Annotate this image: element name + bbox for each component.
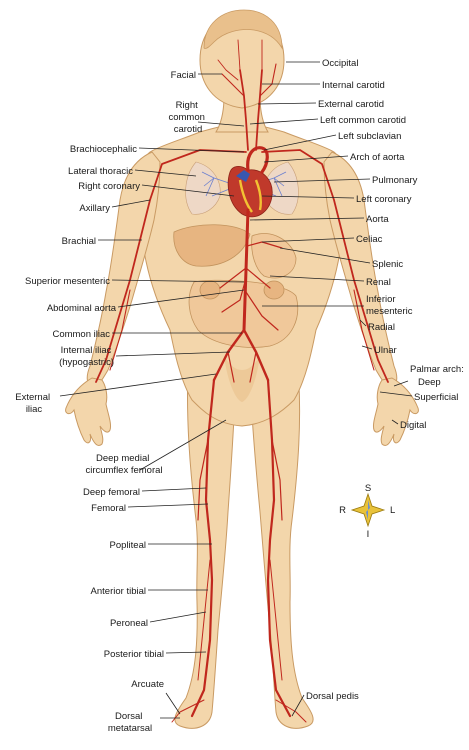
label-peroneal: Peroneal <box>110 618 148 629</box>
label-common-iliac: Common iliac <box>52 329 110 340</box>
label-renal: Renal <box>366 277 391 288</box>
label-arcuate: Arcuate <box>131 679 164 690</box>
label-dorsal-pedis: Dorsal pedis <box>306 691 359 702</box>
label-right-coronary: Right coronary <box>78 181 140 192</box>
label-brachial: Brachial <box>62 236 96 247</box>
label-anterior-tibial: Anterior tibial <box>91 586 146 597</box>
compass-inferior: I <box>367 529 370 540</box>
label-superior-mesenteric: Superior mesenteric <box>25 276 110 287</box>
label-internal-iliac: Internal iliac (hypogastric) <box>59 345 114 368</box>
compass-right: R <box>339 505 346 516</box>
label-deep-medial-circumflex-femoral: Deep medial circumflex femoral <box>85 453 162 476</box>
compass-left: L <box>390 505 395 516</box>
label-dorsal-metatarsal: Dorsal metatarsal <box>108 711 152 734</box>
label-arch-of-aorta: Arch of aorta <box>350 152 405 163</box>
label-celiac: Celiac <box>356 234 383 245</box>
label-popliteal: Popliteal <box>110 540 146 551</box>
label-right-common-carotid: Right common carotid <box>168 100 207 135</box>
label-palmar-arch: Palmar arch: <box>410 364 464 375</box>
pulmonary-trunk <box>236 170 250 182</box>
label-brachiocephalic: Brachiocephalic <box>70 144 137 155</box>
label-occipital: Occipital <box>322 58 358 69</box>
liver <box>173 224 251 267</box>
label-left-common-carotid: Left common carotid <box>320 115 406 126</box>
compass-star-icon <box>350 492 386 528</box>
label-femoral: Femoral <box>91 503 126 514</box>
labels-left: Facial Right common carotid Brachiocepha… <box>15 70 207 734</box>
label-abdominal-aorta: Abdominal aorta <box>47 303 117 314</box>
label-aorta: Aorta <box>366 214 389 225</box>
label-external-iliac: External iliac <box>15 392 53 415</box>
coronary-vessels <box>238 179 262 213</box>
label-lateral-thoracic: Lateral thoracic <box>68 166 133 177</box>
label-pulmonary: Pulmonary <box>372 175 418 186</box>
label-ulnar: Ulnar <box>374 345 397 356</box>
internal-organs <box>173 161 299 348</box>
label-left-subclavian: Left subclavian <box>338 131 401 142</box>
label-splenic: Splenic <box>372 259 403 270</box>
compass-superior: S <box>365 483 371 494</box>
label-axillary: Axillary <box>79 203 110 214</box>
label-digital: Digital <box>400 420 426 431</box>
label-deep-femoral: Deep femoral <box>83 487 140 498</box>
labels-right: Occipital Internal carotid External caro… <box>306 58 464 702</box>
orientation-compass: S I R L <box>339 483 395 540</box>
stomach <box>251 233 297 279</box>
label-posterior-tibial: Posterior tibial <box>104 649 164 660</box>
label-inferior-mesenteric: Inferior mesenteric <box>366 294 413 317</box>
label-palmar-arch-deep: Deep <box>418 377 441 388</box>
left-lung <box>263 161 299 215</box>
label-external-carotid: External carotid <box>318 99 384 110</box>
label-left-coronary: Left coronary <box>356 194 412 205</box>
right-lung <box>185 161 221 215</box>
right-kidney <box>199 280 221 300</box>
label-radial: Radial <box>368 322 395 333</box>
label-facial: Facial <box>171 70 196 81</box>
label-palmar-arch-superficial: Superficial <box>414 392 458 403</box>
label-internal-carotid: Internal carotid <box>322 80 385 91</box>
left-kidney <box>263 280 285 300</box>
leader-lines <box>59 61 413 719</box>
